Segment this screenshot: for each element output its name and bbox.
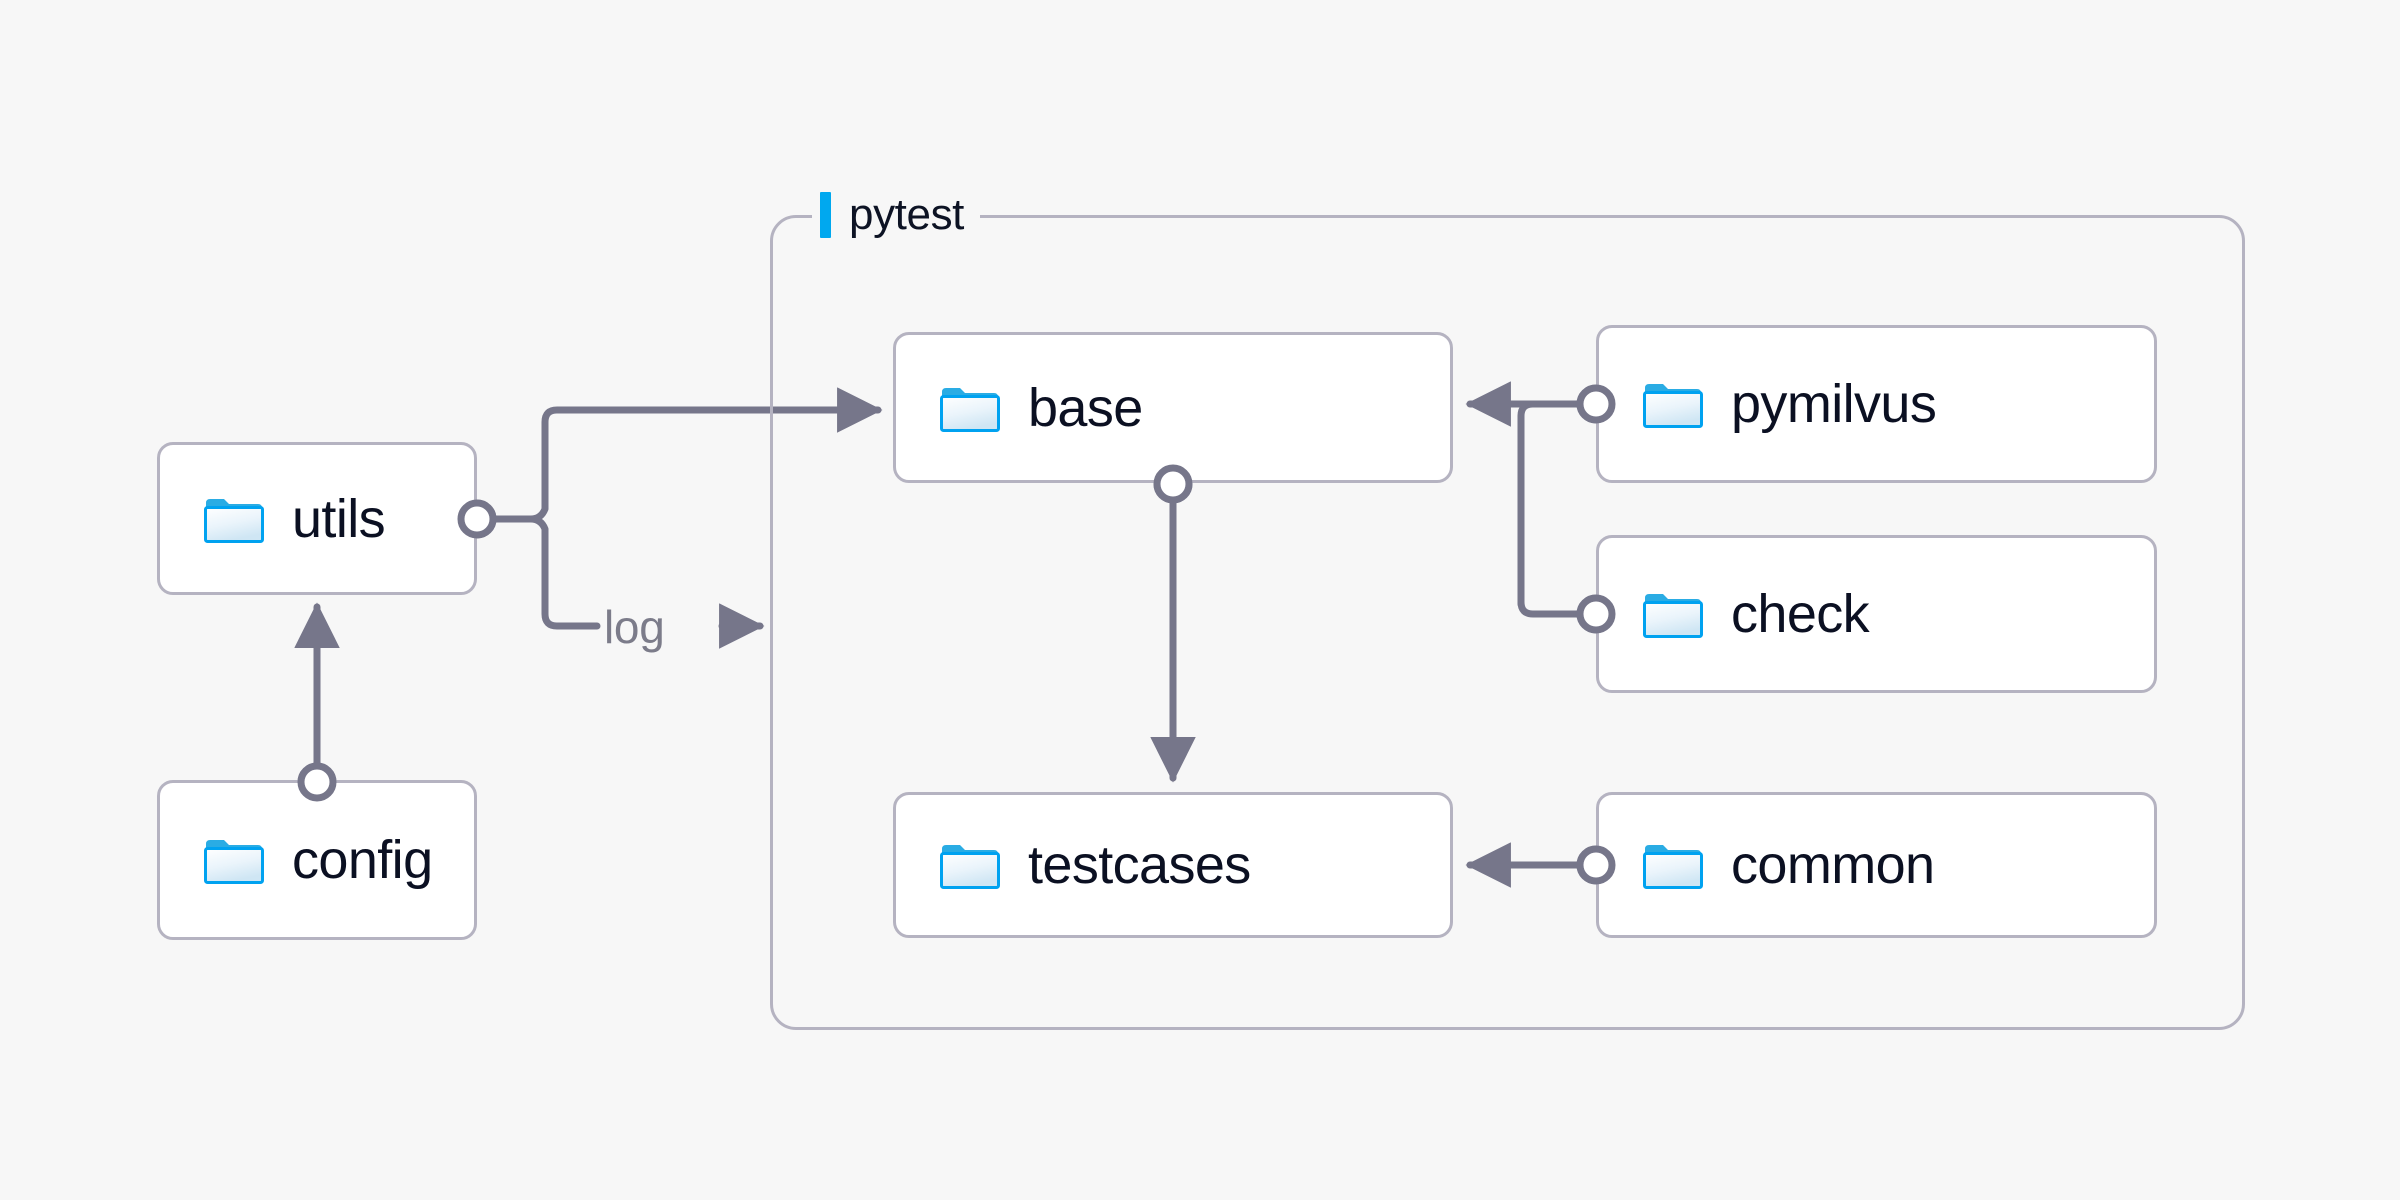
edge-utils-to-log (527, 515, 601, 630)
node-common[interactable]: common (1596, 792, 2157, 938)
folder-icon (1643, 594, 1703, 638)
node-config[interactable]: config (157, 780, 477, 940)
group-accent-bar (820, 192, 831, 238)
folder-icon (940, 387, 1000, 432)
node-label: utils (292, 488, 386, 549)
folder-icon (204, 840, 264, 884)
folder-icon (940, 845, 1000, 889)
node-label: common (1731, 835, 1935, 895)
group-title-text: pytest (849, 190, 964, 239)
edge-label-log: log (604, 601, 665, 653)
node-base[interactable]: base (893, 332, 1453, 483)
node-label: config (292, 830, 433, 890)
node-testcases[interactable]: testcases (893, 792, 1453, 938)
folder-icon (204, 498, 264, 543)
group-pytest[interactable] (770, 215, 2245, 1030)
group-pytest-label: pytest (812, 188, 980, 242)
folder-icon (1643, 845, 1703, 889)
node-label: base (1028, 377, 1143, 438)
node-utils[interactable]: utils (157, 442, 477, 595)
node-pymilvus[interactable]: pymilvus (1596, 325, 2157, 483)
folder-icon (1643, 384, 1703, 428)
edge-check-to-base (1517, 412, 1582, 618)
node-label: testcases (1028, 835, 1251, 895)
node-label: check (1731, 584, 1870, 644)
node-label: pymilvus (1731, 374, 1937, 434)
node-check[interactable]: check (1596, 535, 2157, 693)
